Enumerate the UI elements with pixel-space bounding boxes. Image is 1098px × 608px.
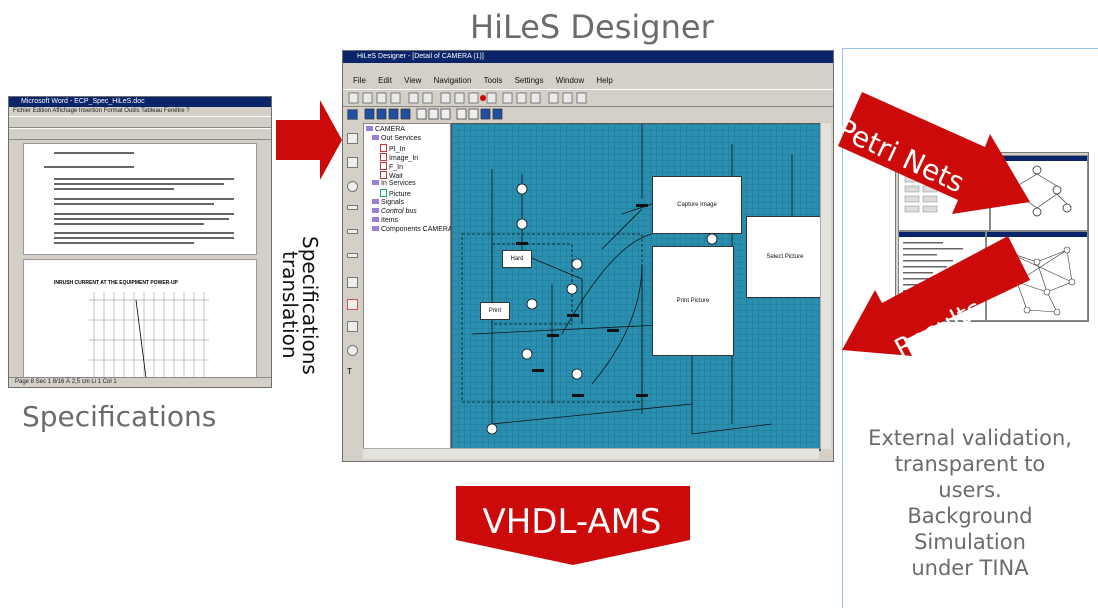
tree-item[interactable]: PI_In <box>380 144 405 154</box>
word-toolbar <box>9 116 271 128</box>
folder-icon <box>372 180 379 185</box>
file-icon <box>380 144 387 152</box>
folder-icon <box>372 208 379 213</box>
folder-icon <box>372 217 379 222</box>
menu-file[interactable]: File <box>353 76 366 85</box>
translation-line-2: translation <box>278 251 302 359</box>
tree-out-services[interactable]: Out Services <box>372 135 421 143</box>
menu-tools[interactable]: Tools <box>483 76 503 85</box>
menu-view[interactable]: View <box>404 76 422 85</box>
file-icon <box>380 171 387 179</box>
results-arrow <box>842 236 1032 356</box>
external-validation-text: External validation, transparent to user… <box>842 425 1098 581</box>
hard-block[interactable]: Hard <box>502 250 532 268</box>
ext-line: Background <box>907 504 1033 528</box>
word-statusbar: Page 8 Sec 1 8/16 À 2,5 cm Li 1 Col 1 <box>9 377 271 387</box>
specifications-translation-label: Specifications translation <box>278 220 322 390</box>
word-document-screenshot: Microsoft Word - ECP_Spec_HiLeS.doc Fich… <box>8 96 272 388</box>
tree-control-bus[interactable]: Control bus <box>372 208 417 216</box>
tool-icon[interactable] <box>347 157 358 168</box>
hiles-menubar: File Edit View Navigation Tools Settings… <box>343 75 833 87</box>
tree-in-services[interactable]: In Services <box>372 180 416 188</box>
tree-signals[interactable]: Signals <box>372 199 404 207</box>
vertical-scrollbar[interactable] <box>820 123 831 449</box>
record-icon <box>480 95 486 101</box>
toolbar-icons <box>348 92 587 104</box>
translation-line-1: Specifications <box>298 235 322 375</box>
external-validation-panel <box>842 48 1098 608</box>
petri-nets-arrow <box>838 92 1030 214</box>
hiles-designer-window: HiLeS Designer - [Detail of CAMERA (1)] … <box>342 50 834 462</box>
hiles-main-toolbar[interactable] <box>343 89 833 107</box>
inrush-chart-title: INRUSH CURRENT AT THE EQUIPMENT POWER-UP <box>54 280 178 286</box>
tree-item[interactable]: Picture <box>380 189 411 199</box>
ext-line: Simulation <box>914 530 1026 554</box>
vhdl-ams-arrow <box>456 486 690 565</box>
arc-tool-icon[interactable] <box>347 229 358 234</box>
folder-icon <box>366 126 373 131</box>
tool-icon[interactable] <box>347 299 358 310</box>
folder-icon <box>372 135 379 140</box>
menu-settings[interactable]: Settings <box>514 76 544 85</box>
ext-line: under TINA <box>911 556 1029 580</box>
secondary-toolbar-icons <box>364 108 503 120</box>
vhdl-ams-label: VHDL-AMS <box>482 502 662 542</box>
specifications-label: Specifications <box>22 400 217 433</box>
capture-image-block[interactable]: Capture Image <box>652 176 742 234</box>
file-icon <box>380 189 387 197</box>
menu-edit[interactable]: Edit <box>378 76 392 85</box>
ext-line: users. <box>938 478 1002 502</box>
design-canvas[interactable]: Capture Image Print Picture Select Pictu… <box>451 123 824 451</box>
menu-help[interactable]: Help <box>596 76 613 85</box>
tool-icon[interactable] <box>347 133 358 144</box>
hiles-designer-title: HiLeS Designer <box>470 8 714 46</box>
spec-to-designer-arrow <box>276 100 342 180</box>
word-page-chart: INRUSH CURRENT AT THE EQUIPMENT POWER-UP <box>23 259 257 379</box>
component-tree: CAMERA Out Services PI_In Image_In F_In … <box>363 123 453 451</box>
tree-root[interactable]: CAMERA <box>366 126 405 134</box>
tool-icon[interactable] <box>347 277 358 288</box>
hiles-titlebar: HiLeS Designer - [Detail of CAMERA (1)] <box>343 51 833 63</box>
menu-window[interactable]: Window <box>555 76 585 85</box>
folder-icon <box>372 199 379 204</box>
print-block[interactable]: Print <box>480 302 510 320</box>
tree-item[interactable]: F_In <box>380 162 403 172</box>
folder-icon <box>372 226 379 231</box>
hiles-secondary-toolbar[interactable] <box>363 107 563 121</box>
tool-icon[interactable] <box>347 345 358 356</box>
place-tool-icon[interactable] <box>347 181 358 192</box>
ext-line: External validation, <box>868 426 1072 450</box>
file-icon <box>380 162 387 170</box>
word-page-text <box>23 143 257 255</box>
text-tool-icon[interactable]: T <box>347 367 352 376</box>
tree-components[interactable]: Components CAMERA <box>372 226 453 234</box>
pointer-tool-icon[interactable] <box>347 109 358 120</box>
tool-icon[interactable] <box>347 321 358 332</box>
word-menubar: Fichier Edition Affichage Insertion Form… <box>13 108 190 114</box>
tree-item[interactable]: Image_In <box>380 153 418 163</box>
word-titlebar: Microsoft Word - ECP_Spec_HiLeS.doc <box>9 97 271 107</box>
print-picture-block[interactable]: Print Picture <box>652 246 734 356</box>
inrush-chart-graphic <box>89 292 209 378</box>
tree-item[interactable]: Wait <box>380 171 403 181</box>
transition-tool-icon[interactable] <box>347 205 358 210</box>
file-icon <box>380 153 387 161</box>
tree-items[interactable]: Items <box>372 217 398 225</box>
word-formatting-toolbar <box>9 128 271 140</box>
horizontal-scrollbar[interactable] <box>363 448 819 459</box>
drawing-tools-palette[interactable]: T <box>345 109 359 449</box>
ext-line: transparent to <box>894 452 1046 476</box>
select-picture-block[interactable]: Select Picture <box>746 216 824 298</box>
tool-icon[interactable] <box>347 253 358 258</box>
menu-navigation[interactable]: Navigation <box>433 76 472 85</box>
